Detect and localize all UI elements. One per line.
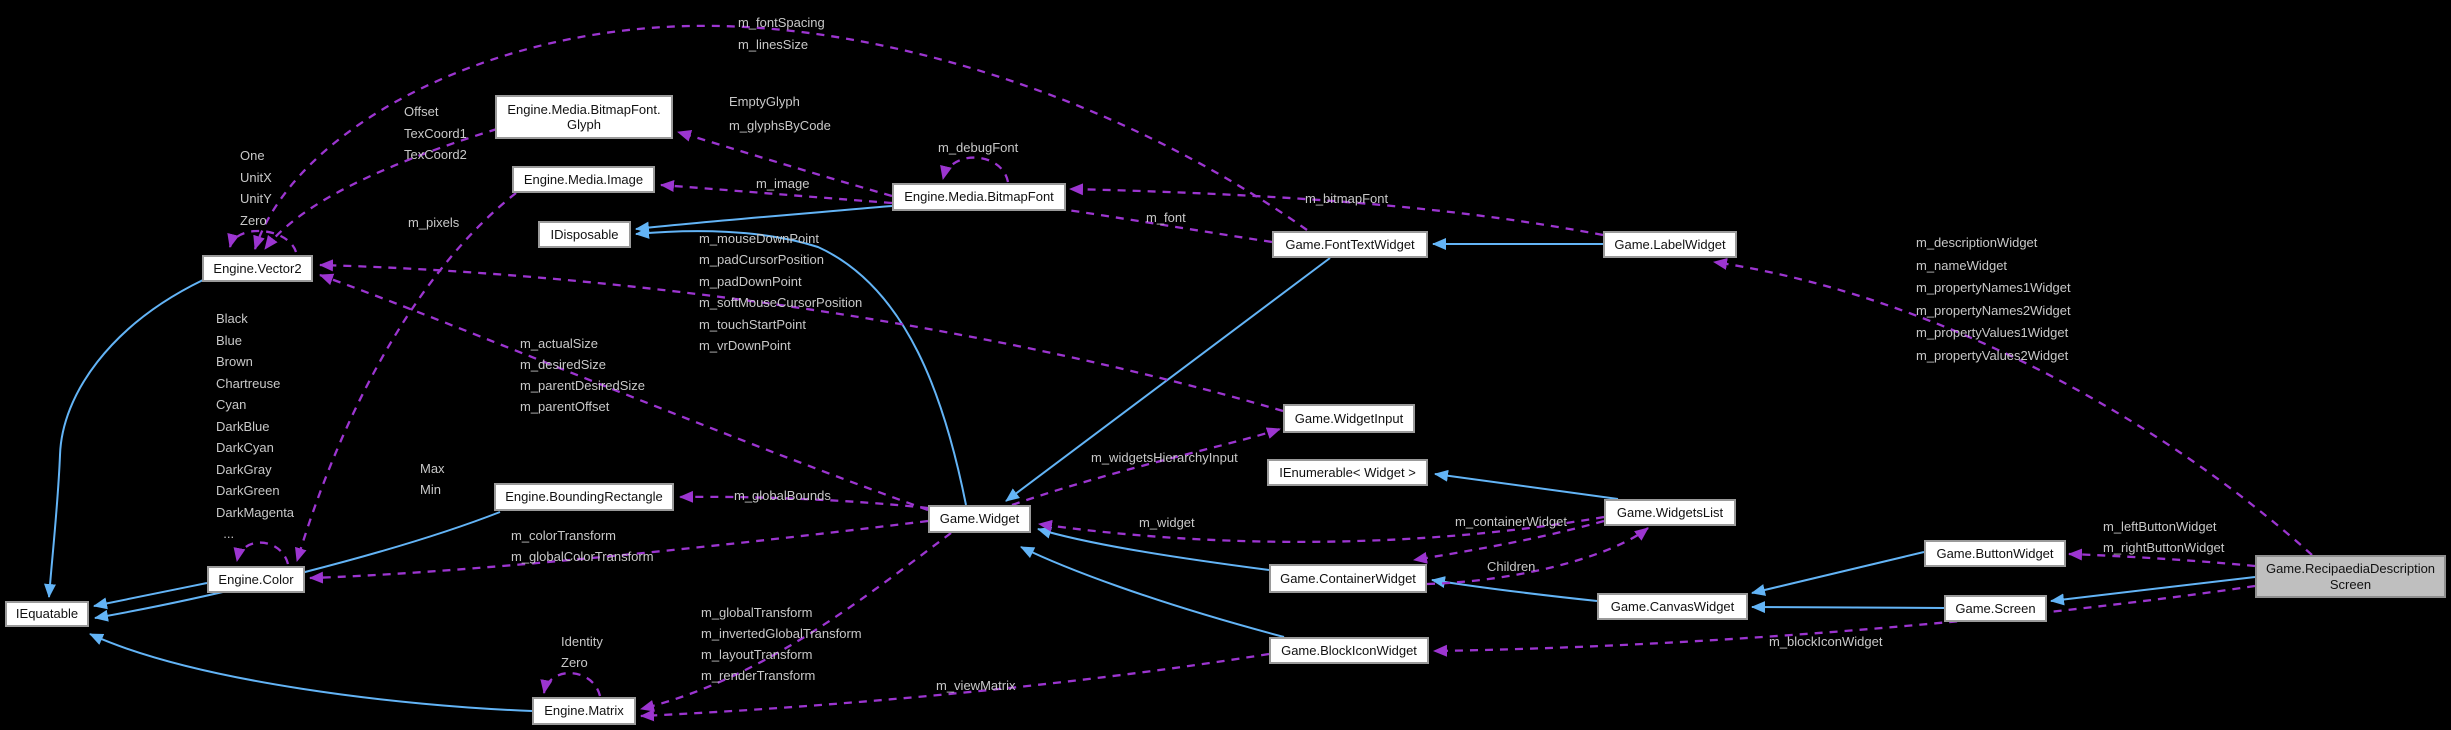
class-node-glyph[interactable]: Engine.Media.BitmapFont. Glyph: [495, 95, 673, 139]
class-node-ienumerable[interactable]: IEnumerable< Widget >: [1267, 459, 1428, 486]
edge-container-to-widgetslist: container-to-widgetslist: [1426, 527, 1649, 586]
class-node-labelwidget[interactable]: Game.LabelWidget: [1603, 231, 1737, 258]
edge-button-to-canvas: button-to-canvas: [1751, 551, 1925, 596]
edge-recipaedia-to-blockicon: recipaedia-to-blockicon: [1433, 584, 2256, 657]
edge-widgetinput-to-vector2: widgetinput-to-vector2: [319, 259, 1284, 413]
class-node-screen[interactable]: Game.Screen: [1944, 595, 2047, 622]
class-node-widgetinput[interactable]: Game.WidgetInput: [1283, 404, 1415, 433]
class-node-recipaedia[interactable]: Game.RecipaediaDescription Screen: [2255, 555, 2446, 598]
class-node-widget[interactable]: Game.Widget: [928, 505, 1031, 533]
edge-recipaedia-to-button: recipaedia-to-button: [2068, 548, 2256, 568]
edge-widgetslist-to-widget: widgetslist-to-widget: [1038, 515, 1605, 544]
class-node-idisposable[interactable]: IDisposable: [538, 221, 631, 248]
class-node-bitmapfont[interactable]: Engine.Media.BitmapFont: [892, 183, 1066, 211]
edge-widget-to-idisposable: widget-to-idisposable: [635, 226, 967, 506]
class-node-blockiconwidget[interactable]: Game.BlockIconWidget: [1269, 637, 1429, 664]
edge-blockicon-to-widget: blockicon-to-widget: [1020, 546, 1285, 638]
edge-widgetslist-to-ienumerable: widgetslist-to-ienumerable: [1434, 469, 1619, 500]
class-node-widgetslist[interactable]: Game.WidgetsList: [1604, 499, 1736, 526]
edge-labelwidget-to-bitmapfont: labelwidget-to-bitmapfont: [1069, 183, 1604, 237]
edge-fonttext-to-vector2: fonttext-to-vector2: [253, 24, 1308, 250]
edge-matrix-to-iequatable: matrix-to-iequatable: [89, 633, 533, 712]
edge-canvas-to-container: canvas-to-container: [1431, 576, 1598, 602]
class-node-fonttextwidget[interactable]: Game.FontTextWidget: [1272, 231, 1428, 258]
edge-recipaedia-to-screen: recipaedia-to-screen: [2050, 576, 2256, 606]
edge-boundingrect-to-iequatable: boundingrect-to-iequatable: [94, 511, 501, 622]
edge-image-to-color: image-to-color: [295, 192, 517, 562]
class-node-containerwidget[interactable]: Game.ContainerWidget: [1269, 564, 1427, 593]
edge-matrix-self-loop: matrix-self-loop: [540, 671, 602, 697]
edge-widgetslist-to-container: widgetslist-to-container: [1413, 519, 1605, 564]
class-node-color[interactable]: Engine.Color: [207, 566, 305, 593]
edge-color-to-iequatable: color-to-iequatable: [93, 582, 208, 610]
class-node-iequatable[interactable]: IEquatable: [5, 601, 89, 627]
edge-widget-to-boundingrect: widget-to-boundingrect: [679, 490, 929, 510]
edge-recipaedia-to-labelwidget: recipaedia-to-labelwidget: [1713, 257, 2313, 556]
edge-screen-to-canvas: screen-to-canvas: [1751, 601, 1945, 614]
edge-bitmapfont-to-glyph: bitmapfont-to-glyph: [677, 130, 893, 198]
edge-widget-to-matrix: widget-to-matrix: [640, 532, 952, 712]
edge-glyph-to-vector2: glyph-to-vector2: [264, 127, 498, 250]
class-node-boundingrect[interactable]: Engine.BoundingRectangle: [494, 483, 674, 511]
class-node-matrix[interactable]: Engine.Matrix: [532, 697, 636, 725]
edge-vector2-self-loop: vector2-self-loop: [227, 229, 298, 253]
edge-widget-to-color: widget-to-color: [309, 519, 929, 584]
class-node-canvaswidget[interactable]: Game.CanvasWidget: [1597, 593, 1748, 620]
edge-bitmapfont-to-idisposable: bitmapfont-to-idisposable: [635, 205, 893, 234]
edge-widget-to-widgetinput: widget-to-widgetinput: [1011, 427, 1281, 507]
edge-container-to-widget: container-to-widget: [1037, 527, 1270, 571]
edge-blockicon-to-matrix: blockicon-to-matrix: [640, 652, 1270, 722]
edge-color-self-loop: color-self-loop: [233, 541, 290, 565]
class-node-vector2[interactable]: Engine.Vector2: [202, 255, 313, 282]
class-node-buttonwidget[interactable]: Game.ButtonWidget: [1924, 540, 2066, 567]
edge-fonttext-to-widget: fonttext-to-widget: [1005, 257, 1331, 502]
edge-bitmapfont-self-loop: bitmapfont-self-loop: [940, 156, 1010, 183]
edge-vector2-to-iequatable: vector2-to-iequatable: [44, 279, 204, 598]
class-node-image[interactable]: Engine.Media.Image: [512, 166, 655, 193]
edge-bitmapfont-to-image: bitmapfont-to-image: [660, 180, 893, 205]
